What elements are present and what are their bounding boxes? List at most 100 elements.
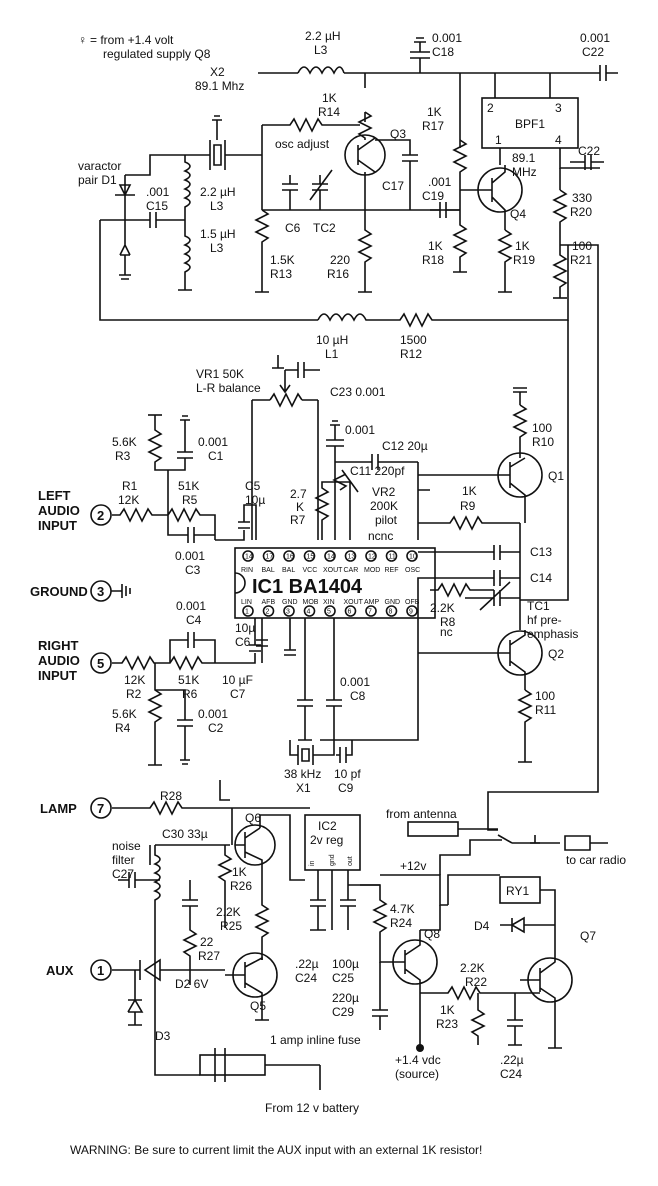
note-symbol: ♀ — [78, 33, 87, 47]
r9-value: 1K — [462, 484, 477, 498]
r22-value: 2.2K — [460, 961, 485, 975]
c7-ref: C7 — [230, 687, 246, 701]
r10-value: 100 — [532, 421, 552, 435]
ic1-bottom-pin-number: 8 — [389, 609, 393, 616]
ic1-bottom-pin-name: AMP — [364, 599, 380, 606]
c30-label: C30 33µ — [162, 827, 208, 841]
r25-ref: R25 — [220, 919, 242, 933]
left-input-number: 2 — [97, 508, 104, 523]
ic1-bottom-pin-number: 1 — [245, 609, 249, 616]
ic1-bottom-pin-name: MOB — [303, 599, 319, 606]
right-input-number: 5 — [97, 656, 104, 671]
ic1-top-pin-name: XOUT — [323, 567, 343, 574]
c6-value: 10µ — [235, 621, 255, 635]
r10-ref: R10 — [532, 435, 554, 449]
ic2-pin-out: out — [347, 856, 354, 866]
ic2-pin-gnd: gnd — [329, 854, 336, 866]
c1-ref: C1 — [208, 449, 224, 463]
ic1-bottom-pin-circle — [344, 605, 357, 617]
c22-mid-label: C22 — [578, 144, 600, 158]
r12-value: 1500 — [400, 333, 427, 347]
ic1-bottom-pin-number: 5 — [327, 609, 331, 616]
ic1-top-pin-circle — [365, 550, 377, 562]
ic1-bottom-pin-name: XIN — [323, 599, 335, 606]
ic1-top-pin-circle — [324, 550, 336, 562]
r21-value: 100 — [572, 239, 592, 253]
l3-low-ref: L3 — [210, 241, 224, 255]
c25-value: 100µ — [332, 957, 359, 971]
c5-value: 10µ — [245, 493, 265, 507]
source-line-2: (source) — [395, 1067, 439, 1081]
c2-value: 0.001 — [198, 707, 228, 721]
r5-ref: R5 — [182, 493, 198, 507]
note-line-2: regulated supply Q8 — [103, 47, 211, 61]
ic2-line-2: 2v reg — [310, 833, 343, 847]
ic1-bottom-pin-name: XOUT — [344, 599, 364, 606]
r3-ref: R3 — [115, 449, 131, 463]
ic1-bottom-pin-circle — [365, 605, 377, 617]
r26-ref: R26 — [230, 879, 252, 893]
ic1-top-pin-number: 10 — [409, 554, 417, 561]
c29-ref: C29 — [332, 1005, 354, 1019]
ic1-top-pin-number: 17 — [266, 554, 274, 561]
d3-label: D3 — [155, 1029, 171, 1043]
r6-ref: R6 — [182, 687, 198, 701]
r20-value: 330 — [572, 191, 592, 205]
r27-value: 22 — [200, 935, 214, 949]
right-input-line-3: INPUT — [38, 668, 77, 683]
c4-value: 0.001 — [176, 599, 206, 613]
ic1-bottom-pin-name: LIN — [241, 599, 252, 606]
ic1-bottom-pin-number: 3 — [286, 609, 290, 616]
c8-ref: C8 — [350, 689, 366, 703]
c8-value: 0.001 — [340, 675, 370, 689]
r19-ref: R19 — [513, 253, 535, 267]
c25-ref: C25 — [332, 971, 354, 985]
r2-value: 12K — [124, 673, 145, 687]
r8-value: 2.2K — [430, 601, 455, 615]
r23-value: 1K — [440, 1003, 455, 1017]
vr1-line-2: L-R balance — [196, 381, 261, 395]
ground-number: 3 — [97, 584, 104, 599]
osc-adjust-label: osc adjust — [275, 137, 330, 151]
q6-label: Q6 — [245, 811, 261, 825]
fuse-label: 1 amp inline fuse — [270, 1033, 361, 1047]
ic1-top-pin-circle — [406, 550, 418, 562]
c19-value: .001 — [428, 175, 452, 189]
r22-ref: R22 — [465, 975, 487, 989]
c14-label: C14 — [530, 571, 552, 585]
r14-ref: R14 — [318, 105, 340, 119]
ic1-top-pin-name: CAR — [344, 567, 359, 574]
ic1-bottom-pin-circle — [406, 605, 418, 617]
d2-label: D2 6V — [175, 977, 208, 991]
aux-number: 1 — [97, 963, 104, 978]
source-line-1: +1.4 vdc — [395, 1053, 441, 1067]
l3-mid-ref: L3 — [210, 199, 224, 213]
right-input-line-2: AUDIO — [38, 653, 80, 668]
ic1-bottom-pin-circle — [324, 605, 336, 617]
input-terminals: LEFT AUDIO INPUT 2 GROUND 3 RIGHT AUDIO … — [30, 488, 131, 981]
c24-right-ref: C24 — [500, 1067, 522, 1081]
noise-filter-line-1: noise — [112, 839, 141, 853]
left-input-line-1: LEFT — [38, 488, 71, 503]
ic1-top-pin-number: 16 — [286, 554, 294, 561]
ic1-top-pin-name: BAL — [262, 567, 275, 574]
lamp-label: LAMP — [40, 801, 77, 816]
from-antenna-label: from antenna — [386, 807, 457, 821]
c11-label: C11 220pf — [350, 464, 405, 478]
ic1-top-pin-number: 14 — [245, 554, 253, 561]
q4-label: Q4 — [510, 207, 526, 221]
r7-line-2: K — [296, 500, 304, 514]
c11-top-value: 0.001 — [345, 423, 375, 437]
r25-value: 2.2K — [216, 905, 241, 919]
x1-ref: X1 — [296, 781, 311, 795]
c24-right-value: .22µ — [500, 1053, 524, 1067]
vr2-value: 200K — [370, 499, 398, 513]
c2-ref: C2 — [208, 721, 224, 735]
q2-label: Q2 — [548, 647, 564, 661]
r16-ref: R16 — [327, 267, 349, 281]
c1-value: 0.001 — [198, 435, 228, 449]
ground-label: GROUND — [30, 584, 88, 599]
